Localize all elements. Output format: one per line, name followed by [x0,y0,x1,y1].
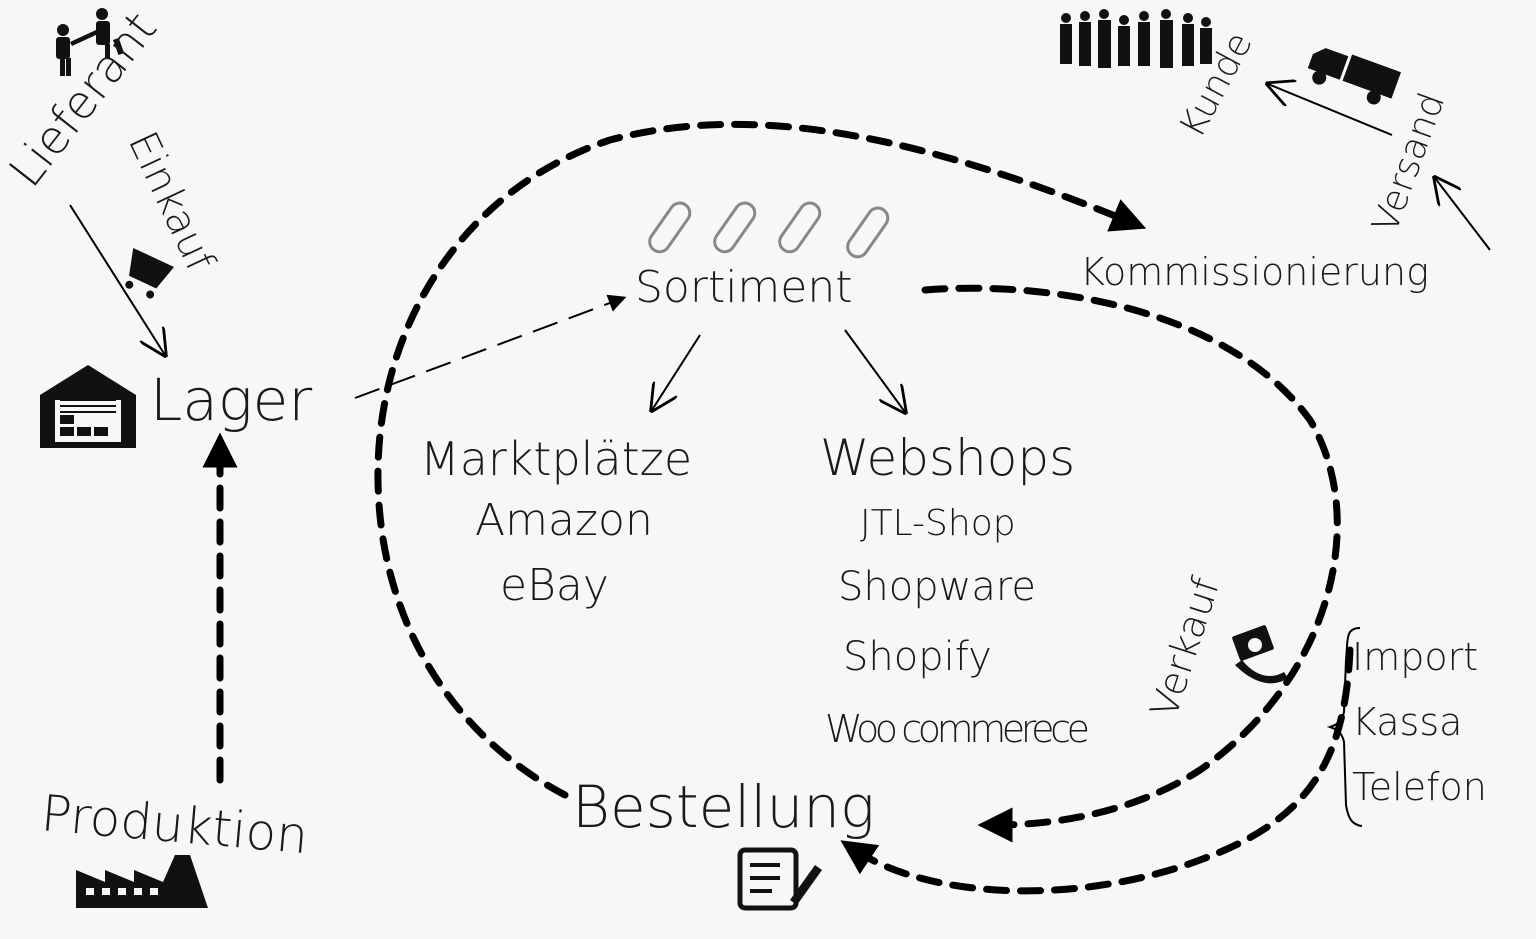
supplier-to-warehouse-arrow [69,204,165,355]
webshop-item: Shopware [838,564,1036,610]
customers-group-icon [1060,9,1212,68]
paperclip-icons [648,201,890,259]
shopping-cart-icon [125,247,174,299]
assortment-to-webshops-arrow [844,329,905,412]
order-form-icon [737,847,822,911]
factory-icon [76,855,208,908]
order-label: Bestellung [572,773,875,841]
channels-brace [1326,627,1363,827]
warehouse-icon [40,365,136,448]
webshop-item: JTL-Shop [860,503,1016,544]
assortment-label: Sortiment [635,262,853,313]
money-hand-icon [1232,625,1288,684]
marketplace-item: eBay [500,560,609,611]
webshop-item: Woo commerece [825,707,1090,751]
assortment-to-marketplaces-arrow [652,334,701,410]
sales-label: Verkauf [1142,572,1229,723]
webshop-item: Shopify [843,634,992,680]
marketplaces-title: Marktplätze [420,432,692,486]
warehouse-label: Lager [150,366,312,434]
shipping-label: Versand [1365,88,1453,239]
channels-to-order-flow [840,646,1354,895]
channel-item: Telefon [1352,765,1487,809]
picking-label: Kommissionierung [1080,250,1429,294]
marketplace-item: Amazon [475,495,653,546]
warehouse-to-assortment-flow [354,294,627,399]
channel-item: Kassa [1352,700,1462,744]
handshake-icon [56,8,125,76]
assortment-to-order-flow [921,284,1341,843]
channel-item: Import [1352,635,1478,679]
webshops-title: Webshops [820,429,1075,487]
shipping-arrow [1435,178,1491,251]
to-customer-arrow [1268,84,1393,136]
order-to-picking-loop [374,120,1147,799]
delivery-truck-icon [1307,48,1402,105]
production-label: Produktion [39,784,311,865]
